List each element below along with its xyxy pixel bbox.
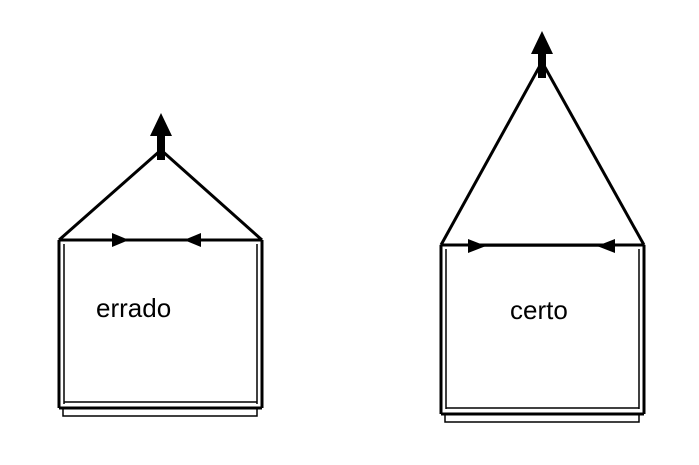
arrow-right-icon bbox=[468, 239, 486, 253]
figure-wrong: errado bbox=[57, 113, 264, 417]
arrow-right-icon bbox=[112, 233, 129, 247]
arrow-left-icon bbox=[184, 233, 201, 247]
label-right: certo bbox=[510, 295, 568, 325]
compression-arrows-wrong bbox=[112, 233, 201, 247]
compression-arrows-right bbox=[468, 239, 615, 253]
box-right bbox=[439, 243, 646, 423]
label-wrong: errado bbox=[96, 293, 171, 323]
arrow-left-icon bbox=[597, 239, 615, 253]
up-arrow-icon bbox=[150, 113, 172, 160]
slings-wrong bbox=[58, 148, 263, 242]
slings-right bbox=[439, 61, 646, 246]
up-arrow-icon bbox=[531, 31, 553, 78]
figure-right: certo bbox=[439, 31, 646, 423]
box-wrong bbox=[57, 238, 264, 417]
